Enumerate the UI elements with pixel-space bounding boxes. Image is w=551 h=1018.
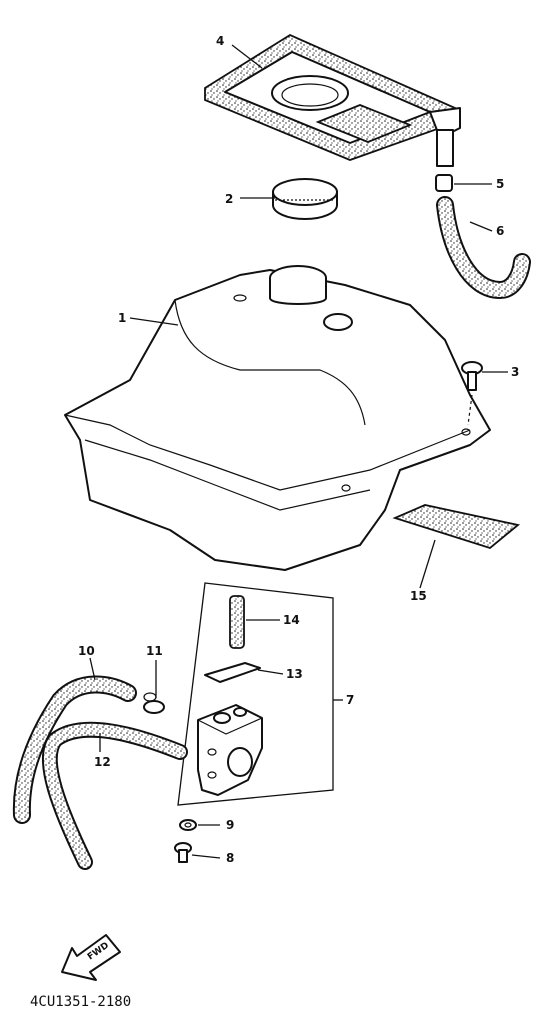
part-14-filter [229,595,245,649]
part-7-fuel-cock [197,704,263,796]
callout-15: 15 [410,589,427,603]
part-15-pad [392,504,521,550]
callout-13: 13 [286,667,303,681]
part-8-screw [174,842,192,863]
part-13-gasket [204,662,261,683]
fwd-arrow-icon: FWD [61,934,121,981]
part-9-washer [179,819,197,831]
callout-2: 2 [225,192,233,206]
part-7-group-box [177,582,334,806]
part-4-tray [204,33,461,167]
callout-3: 3 [511,365,519,379]
callout-5: 5 [496,177,504,191]
part-12-hose [41,721,188,870]
part-3-bolt [461,361,483,426]
callout-10: 10 [78,644,95,658]
diagram-code: 4CU1351-2180 [30,994,131,1010]
part-11-clip [143,692,165,714]
callout-8: 8 [226,851,234,865]
callout-12: 12 [94,755,111,769]
part-1-tank [64,265,491,571]
callout-7: 7 [346,693,354,707]
callout-4: 4 [216,34,224,48]
leader-lines [89,44,508,859]
part-5-fitting [435,174,453,192]
callout-1: 1 [118,311,126,325]
callout-6: 6 [496,224,504,238]
callout-9: 9 [226,818,234,832]
callout-11: 11 [146,644,163,658]
part-10-hose [12,675,137,824]
callout-14: 14 [283,613,300,627]
part-2-cap [272,178,338,220]
part-6-hose [436,196,531,300]
